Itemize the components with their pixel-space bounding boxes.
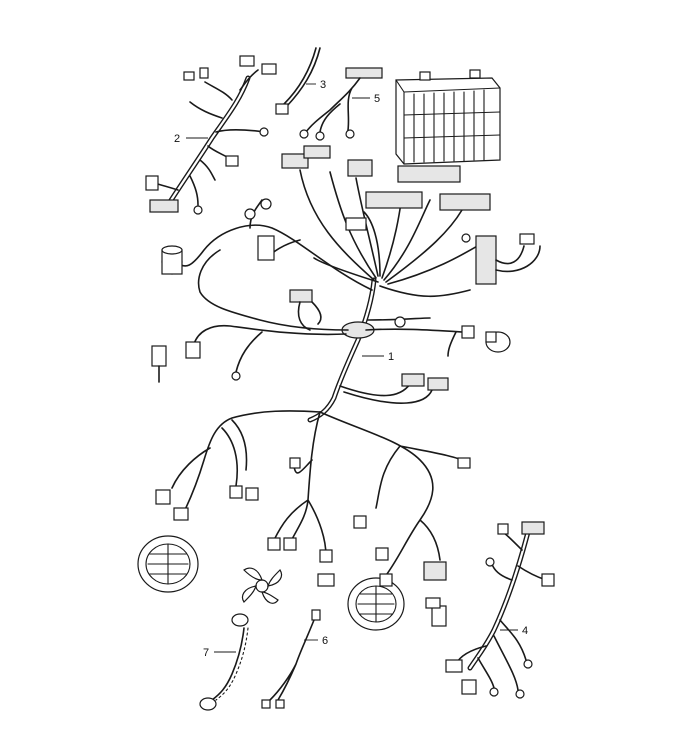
callout-2: 2 (174, 133, 208, 145)
fan-icon (241, 567, 283, 604)
harness-2 (145, 55, 277, 215)
callout-number: 1 (388, 351, 394, 363)
sensor-icon (151, 345, 167, 383)
callout-number: 2 (174, 133, 180, 145)
callout-7: 7 (203, 647, 236, 659)
callout-6: 6 (304, 635, 328, 647)
harness-5 (299, 67, 383, 141)
callout-1: 1 (362, 351, 394, 363)
callout-4: 4 (500, 625, 528, 637)
callout-3: 3 (306, 79, 326, 91)
harness-4 (445, 521, 555, 699)
callout-number: 6 (322, 635, 328, 647)
headlight-icon (347, 577, 405, 631)
callout-number: 7 (203, 647, 209, 659)
sensor-icon (425, 597, 447, 627)
harness-7 (199, 613, 249, 711)
ignition-coil-icon (161, 245, 183, 275)
callout-number: 4 (522, 625, 528, 637)
harness-6 (261, 609, 321, 709)
callout-number: 3 (320, 79, 326, 91)
headlight-icon (137, 535, 199, 593)
callout-number: 5 (374, 93, 380, 105)
main-harness-1 (137, 145, 541, 631)
sensor-icon (317, 573, 335, 587)
callout-5: 5 (352, 93, 380, 105)
harness-3 (275, 47, 321, 115)
fuse-relay-box-icon (395, 69, 501, 165)
horn-icon (485, 331, 511, 353)
